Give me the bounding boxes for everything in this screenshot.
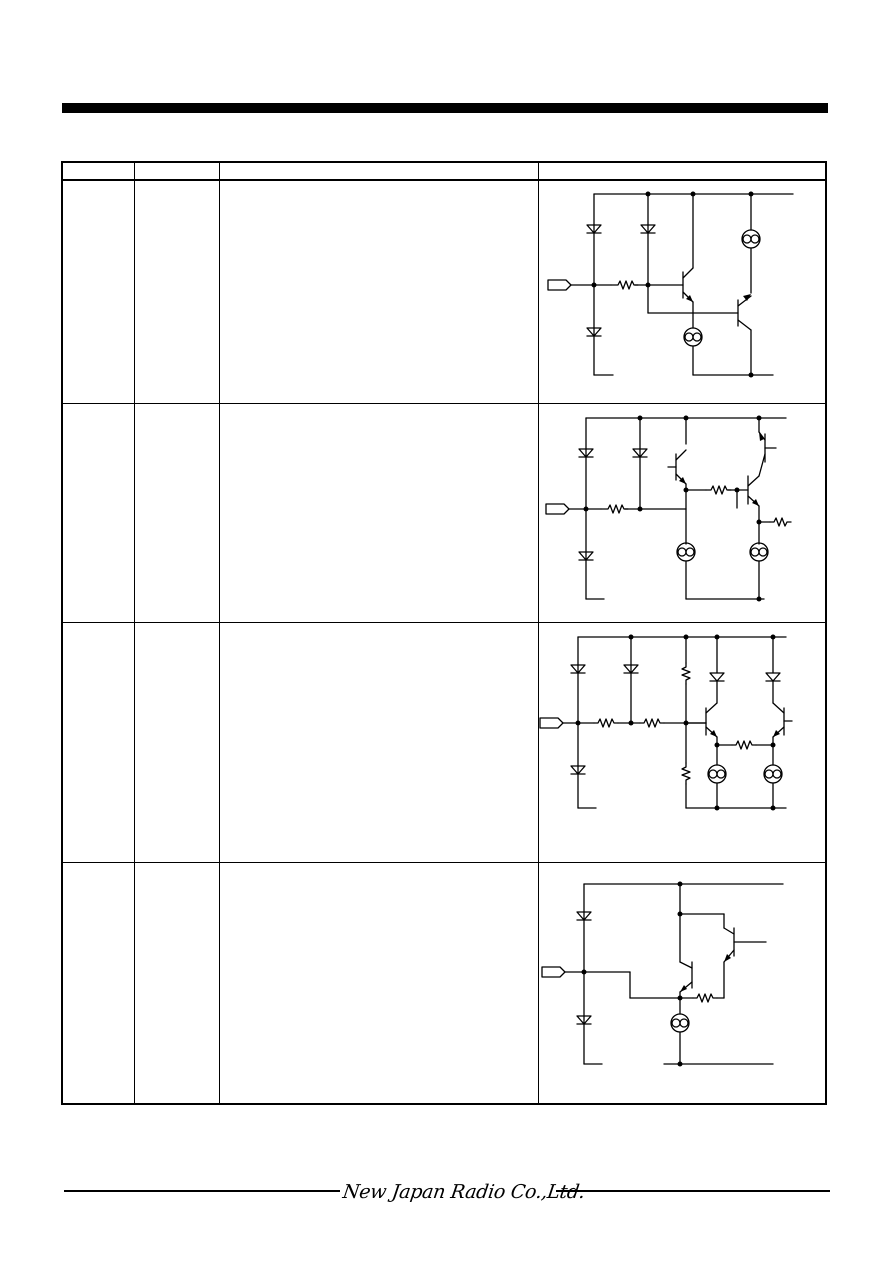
input-pin-icon <box>547 279 572 291</box>
column-header <box>135 163 219 179</box>
emitter-arrow-icon <box>680 985 687 992</box>
company-logo: New Japan Radio Co.,Ltd. <box>341 1181 587 1203</box>
emitter-arrow-icon <box>752 499 759 506</box>
resistor-icon <box>731 740 757 750</box>
diode-icon <box>576 911 592 921</box>
column-divider <box>219 163 220 1103</box>
diode-icon <box>640 224 656 234</box>
equivalent-circuit-3 <box>539 634 793 811</box>
equivalent-circuit-4 <box>541 881 784 1067</box>
resistor-icon <box>610 280 639 290</box>
emitter-arrow-icon <box>679 477 686 484</box>
row-divider <box>63 403 825 404</box>
column-header <box>539 163 825 179</box>
diode-icon <box>632 448 648 458</box>
resistor-icon <box>692 993 718 1003</box>
pin-function-table <box>61 161 827 1105</box>
equivalent-circuit-1 <box>547 191 794 378</box>
resistor-icon <box>639 718 665 728</box>
emitter-arrow-icon <box>686 295 693 302</box>
emitter-arrow-icon <box>759 432 764 441</box>
resistor-icon <box>593 718 619 728</box>
diode-icon <box>570 765 586 775</box>
diode-icon <box>578 448 594 458</box>
header-rule <box>62 103 828 113</box>
footer-rule-right <box>556 1190 830 1192</box>
resistor-icon <box>600 504 629 514</box>
diode-icon <box>709 672 725 682</box>
diode-icon <box>623 664 639 674</box>
row-divider <box>63 862 825 863</box>
column-divider <box>134 163 135 1103</box>
emitter-arrow-icon <box>773 730 780 737</box>
footer-rule-left <box>64 1190 340 1192</box>
diode-icon <box>586 224 602 234</box>
emitter-arrow-icon <box>724 954 731 962</box>
diode-icon <box>570 664 586 674</box>
equivalent-circuit-2 <box>545 415 792 602</box>
diode-icon <box>576 1015 592 1025</box>
header-divider <box>63 179 825 181</box>
resistor-icon <box>705 485 732 495</box>
diode-icon <box>578 551 594 561</box>
resistor-icon <box>769 517 792 527</box>
input-pin-icon <box>541 966 566 978</box>
column-header <box>63 163 134 179</box>
input-pin-icon <box>539 717 564 729</box>
emitter-arrow-icon <box>743 294 751 301</box>
input-pin-icon <box>545 503 570 515</box>
resistor-icon <box>681 762 691 785</box>
column-header <box>220 163 538 179</box>
row-divider <box>63 622 825 623</box>
column-divider <box>538 163 539 1103</box>
emitter-arrow-icon <box>710 730 717 737</box>
resistor-icon <box>681 662 691 685</box>
diode-icon <box>586 327 602 337</box>
diode-icon <box>765 672 781 682</box>
